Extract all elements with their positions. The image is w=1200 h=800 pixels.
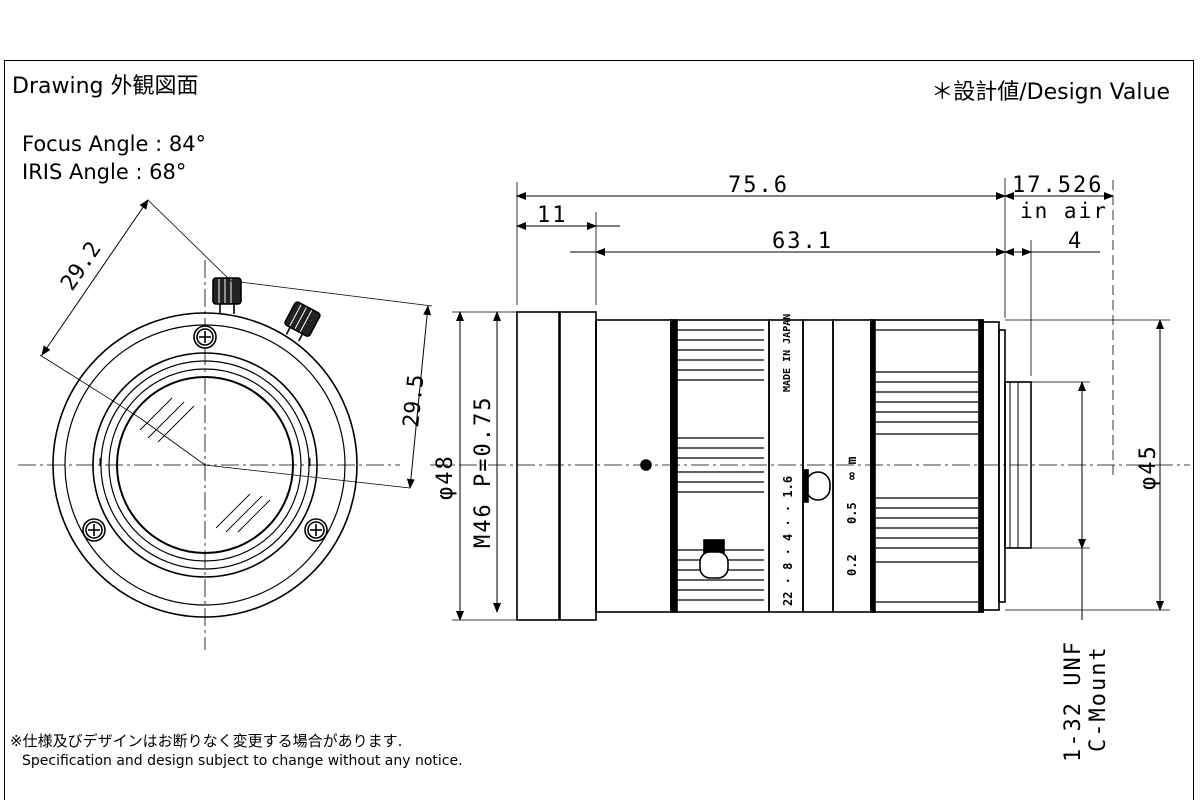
dim-m46-text: M46 P=0.75 [471,396,496,548]
design-value-note: ＊設計値/Design Value [931,80,1170,105]
front-glass [116,376,294,554]
side-view [430,178,1190,621]
focus-lock-knob-side [803,469,831,503]
dim-phi45-text: φ45 [1136,444,1161,490]
barrel-screw [640,459,652,471]
dim-in-air-text: in air [1020,199,1108,223]
mount-thread-text: 1-32 UNF [1061,640,1086,762]
focus-scale-near-label: 0.2 [845,554,859,576]
rear-ring [982,321,1000,611]
front-glass-ring [108,368,302,562]
dim-75-6-text: 75.6 [728,173,789,198]
front-bezel [92,352,318,578]
focus-scale-ring [802,319,834,613]
made-in-label: MADE IN JAPAN [782,314,793,392]
focus-angle-label: Focus Angle : 84° [22,132,207,156]
glass-reflection-lower [215,493,271,533]
iris-scale-label: 22 · 8 · 4 · · 1.6 [781,476,795,606]
focus-scale-inf-label: ∞ m [845,456,860,480]
front-barrel [595,319,672,613]
dim-29-2-text: 29.2 [56,237,106,295]
mount-type-text: C-Mount [1086,645,1111,752]
focus-lock-knob [212,277,242,314]
front-bezel-inner [100,360,310,570]
focus-ring [870,319,984,613]
drawing-title: Drawing 外観図面 [12,74,199,99]
screw-top [193,325,217,349]
drawing-frame [4,60,1194,800]
notice-english: Specification and design subject to chan… [22,753,463,769]
front-outer-ring [52,312,358,618]
notice-japanese: ※仕様及びデザインはお断りなく変更する場合があります. [10,732,403,750]
dim-29-5-line [406,305,432,489]
front-view [18,199,433,650]
focus-scale-mid-label: 0.5 [845,502,859,524]
dim-29-2-line [41,199,149,356]
dim-4-text: 4 [1068,229,1081,254]
screw-right [304,518,328,542]
dim-phi48-text: φ48 [433,454,458,500]
dim-29-5-text: 29.5 [399,373,429,428]
dim-17-526-text: 17.526 [1012,173,1103,198]
rear-flange [998,329,1006,603]
dim-11-text: 11 [537,203,568,228]
iris-angle-label: IRIS Angle : 68° [22,160,187,184]
iris-lock-knob-side [699,539,729,579]
focus-ring-knurl [876,329,978,603]
front-hood [516,311,560,621]
front-hood-2 [559,311,597,621]
dim-63-1-text: 63.1 [772,229,833,254]
screw-left [82,518,106,542]
iris-lock-knob [284,301,321,342]
front-outer-ring-inner [64,324,346,606]
glass-reflection-upper [139,397,195,443]
